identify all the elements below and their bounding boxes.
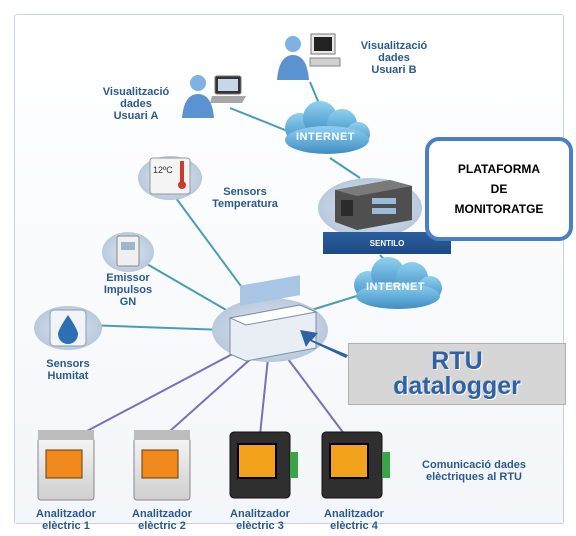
- internet-top-label: INTERNET: [296, 131, 355, 143]
- link-rtu-a4: [284, 354, 346, 436]
- plataforma-line-3: MONITORATGE: [454, 202, 544, 216]
- link-usera-internet: [229, 107, 291, 133]
- plataforma-line-2: DE: [490, 182, 508, 196]
- link-rtu-a1: [69, 349, 241, 441]
- link-internet-server: [329, 157, 361, 179]
- internet-cloud-bottom: [354, 257, 442, 309]
- link-emissor-rtu: [139, 259, 241, 319]
- rtu-device-icon: [212, 275, 328, 362]
- analyzer-4-icon: [321, 431, 390, 499]
- rtu-arrow-icon: [300, 330, 348, 358]
- link-rtu-a2: [159, 354, 256, 441]
- plataforma-box: PLATAFORMA DE MONITORATGE: [425, 137, 573, 241]
- sentilo-bar: SENTILO: [323, 232, 451, 254]
- user-b-icon: [277, 33, 341, 80]
- rtu-title: RTU: [431, 347, 483, 375]
- humidity-drop-icon: [34, 306, 102, 350]
- internet-bottom-label: INTERNET: [366, 281, 425, 293]
- link-internet-rtu: [304, 294, 361, 313]
- link-rtu-a3: [259, 357, 269, 436]
- analyzer-2-icon: [133, 430, 191, 501]
- analyzer-3-icon: [229, 431, 298, 499]
- thermometer-readout: 12ºC: [153, 165, 173, 175]
- server-icon: [318, 178, 422, 238]
- thermometer-icon: [138, 156, 202, 200]
- plataforma-line-1: PLATAFORMA: [457, 162, 541, 176]
- internet-cloud-top: [285, 101, 370, 154]
- user-a-icon: [182, 75, 246, 118]
- analyzer-1-icon: [37, 430, 95, 501]
- pulse-emitter-icon: [102, 232, 154, 272]
- rtu-datalogger-box: RTU datalogger: [348, 343, 566, 405]
- datalogger-title: datalogger: [393, 372, 521, 400]
- link-humitat-rtu: [84, 324, 226, 331]
